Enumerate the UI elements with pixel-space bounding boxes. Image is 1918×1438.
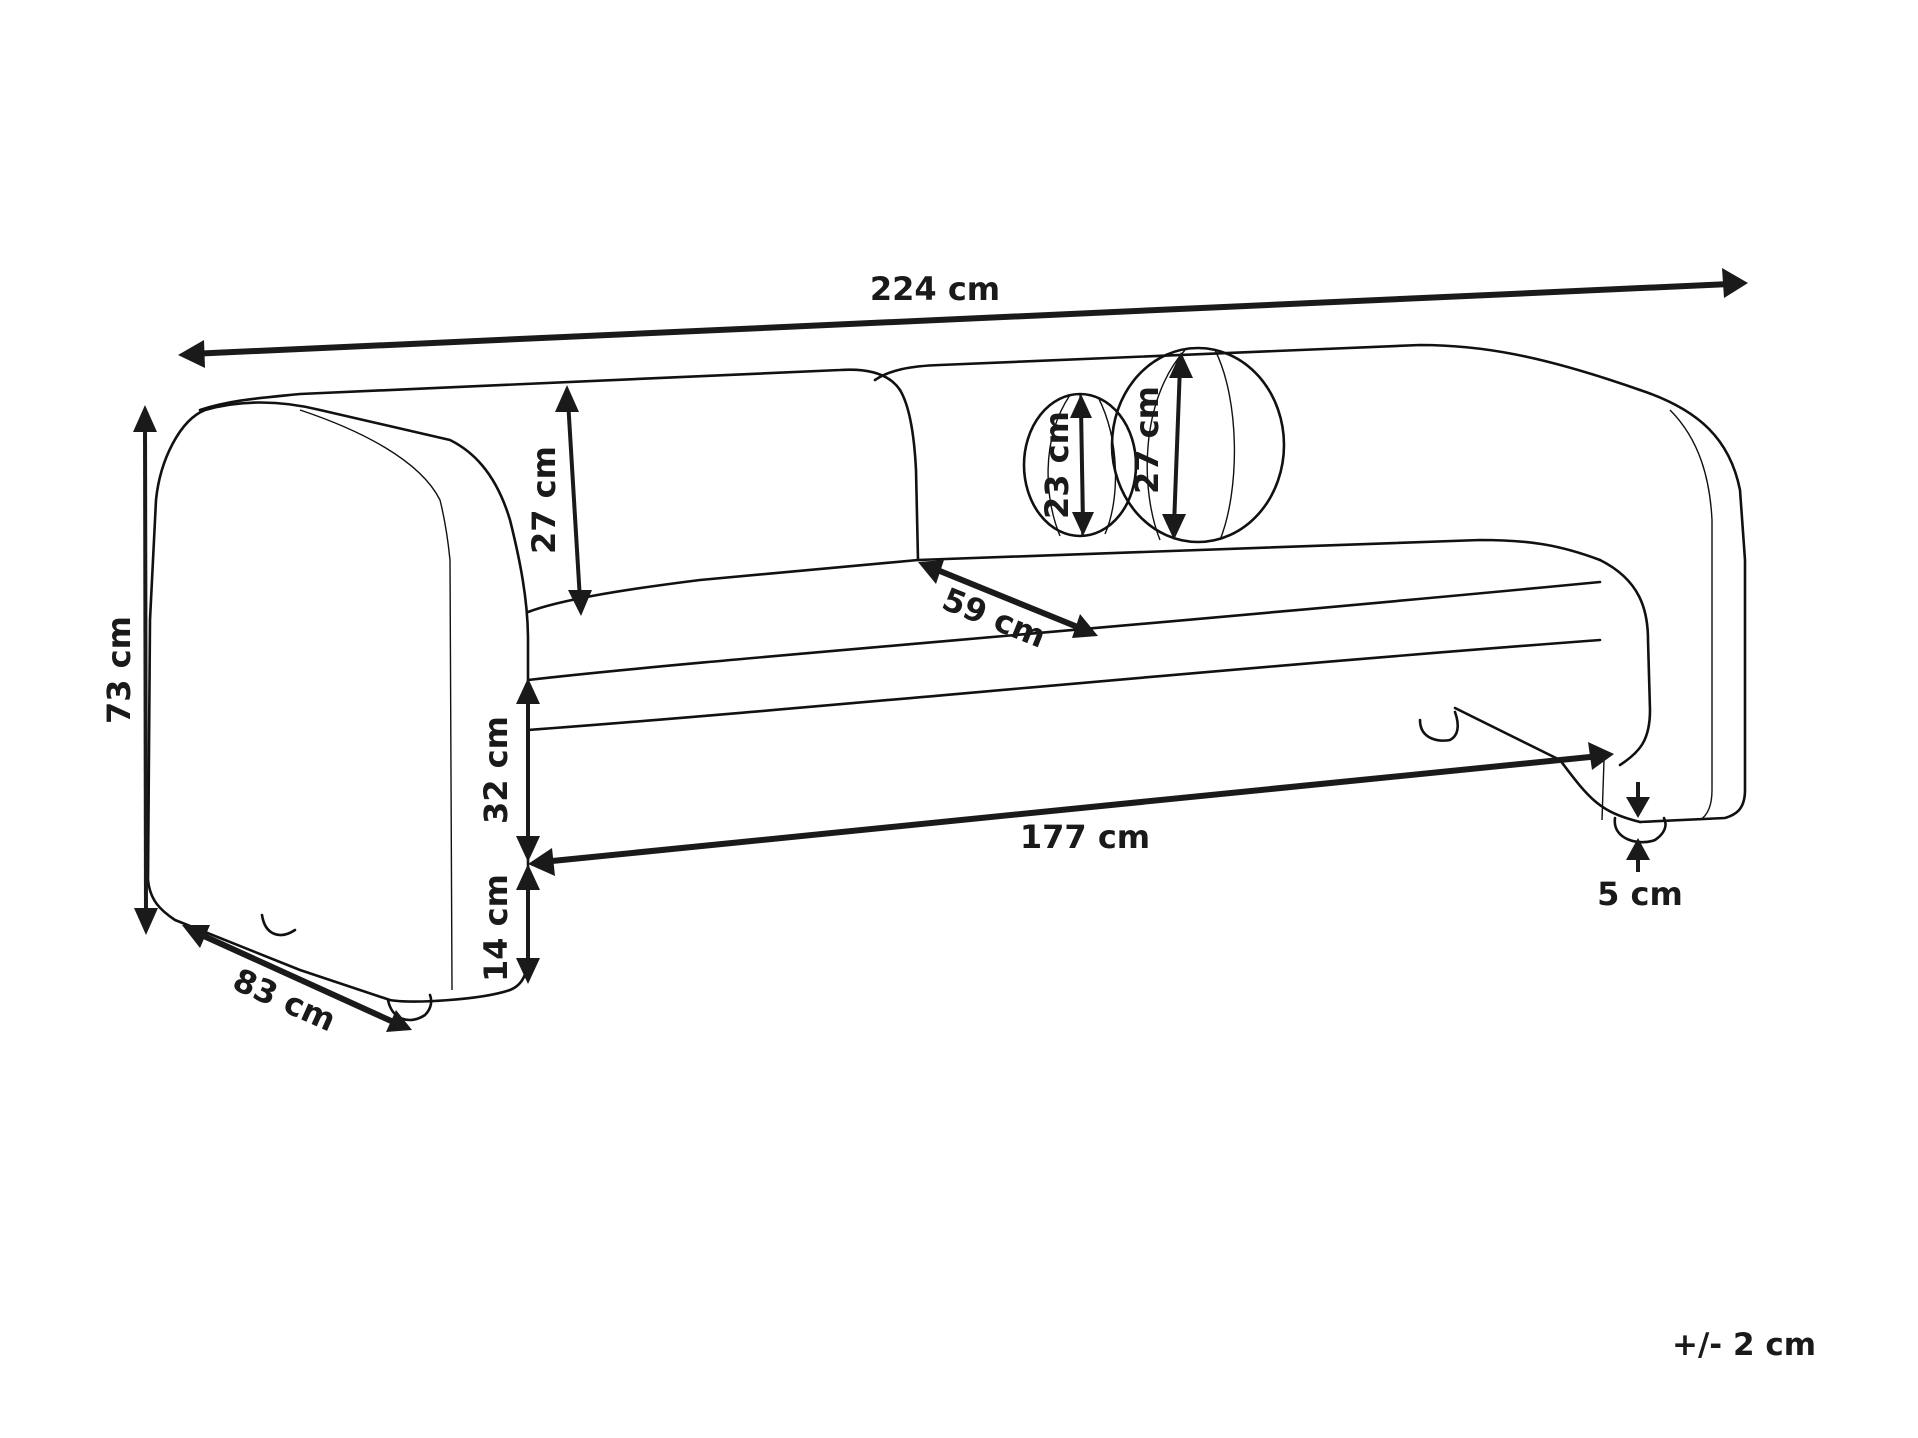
label-seat-width: 177 cm bbox=[1020, 818, 1150, 856]
dim-23-cushion: 23 cm bbox=[1038, 394, 1094, 536]
label-ground-clearance: 14 cm bbox=[477, 874, 515, 982]
label-seat-height: 32 cm bbox=[477, 716, 515, 824]
label-small-cushion: 23 cm bbox=[1038, 411, 1076, 519]
label-large-cushion: 27 cm bbox=[1128, 386, 1166, 494]
label-leg-height: 5 cm bbox=[1597, 875, 1683, 913]
dim-27-back: 27 cm bbox=[525, 385, 592, 616]
tolerance-note: +/- 2 cm bbox=[1672, 1327, 1816, 1363]
dim-224: 224 cm bbox=[178, 268, 1748, 368]
dim-83: 83 cm bbox=[182, 925, 412, 1039]
dim-5: 5 cm bbox=[1597, 782, 1683, 913]
dim-73: 73 cm bbox=[100, 405, 158, 935]
label-total-height: 73 cm bbox=[100, 616, 138, 724]
dim-177: 177 cm bbox=[528, 742, 1614, 876]
dim-14: 14 cm bbox=[477, 864, 540, 984]
dim-27-cushion: 27 cm bbox=[1128, 352, 1193, 540]
sofa-outline bbox=[146, 343, 1747, 1022]
dim-32: 32 cm bbox=[477, 678, 540, 862]
label-total-width: 224 cm bbox=[870, 270, 1000, 308]
cushion-large bbox=[1110, 346, 1286, 544]
label-backrest-height: 27 cm bbox=[525, 446, 563, 554]
